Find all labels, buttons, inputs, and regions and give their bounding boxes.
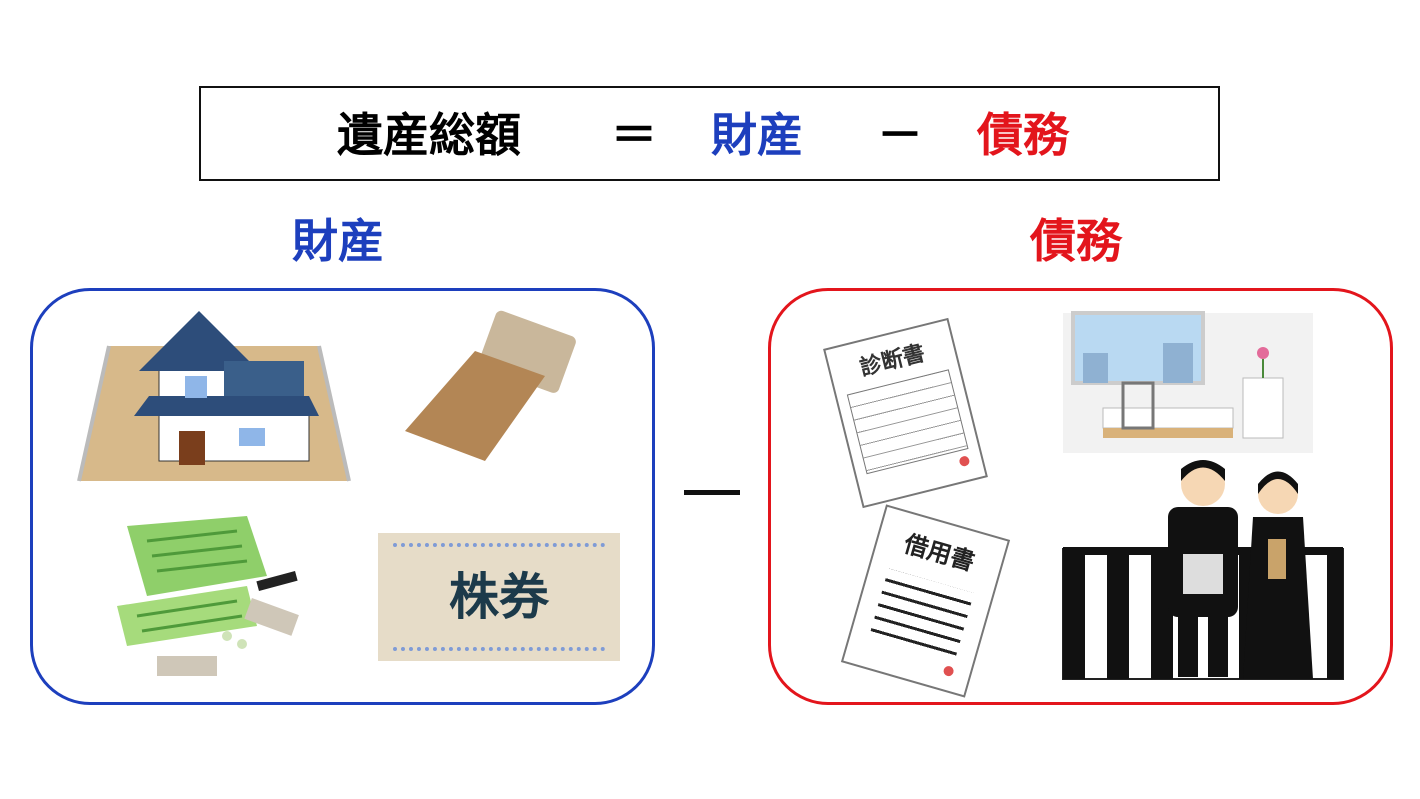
formula-debts: 債務: [977, 108, 1069, 162]
formula-minus: －: [877, 108, 923, 162]
medical-certificate-illustration: 診断書: [823, 317, 988, 509]
hospital-room-illustration: [1063, 311, 1313, 453]
formula-total: 遺産総額: [337, 108, 521, 162]
house-illustration: [77, 311, 351, 482]
assets-panel: 株券: [30, 288, 655, 705]
funeral-illustration: [1062, 460, 1344, 680]
formula-assets: 財産: [711, 108, 803, 162]
stock-certificate-illustration: 株券: [378, 533, 620, 661]
minus-sign: [684, 490, 740, 495]
bankbook-illustration: [117, 516, 299, 676]
debts-title: 債務: [1030, 214, 1122, 268]
debts-panel: 診断書 借用書: [768, 288, 1393, 705]
formula-box: 遺産総額 ＝ 財産 － 債務: [199, 86, 1220, 181]
loan-document-illustration: 借用書: [840, 504, 1011, 698]
cash-envelope-illustration: [405, 310, 576, 461]
assets-title: 財産: [292, 214, 384, 268]
formula-equals: ＝: [611, 108, 657, 162]
stock-certificate-text: 株券: [449, 568, 549, 626]
